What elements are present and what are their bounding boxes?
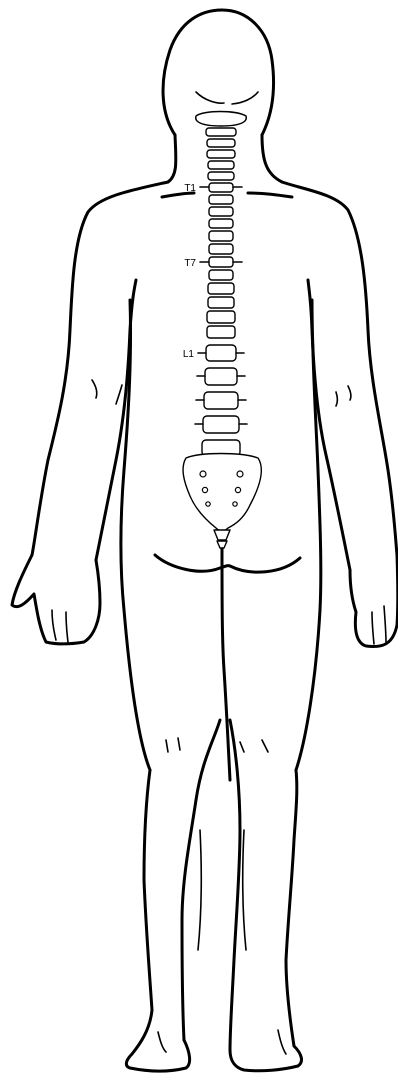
vertebra-l1 (206, 345, 236, 361)
legs (126, 545, 301, 1071)
vertebra-t7 (209, 257, 233, 267)
label-t7: T7 (184, 258, 196, 269)
label-t1: T1 (184, 183, 196, 194)
label-l1: L1 (183, 349, 195, 360)
spine (183, 112, 261, 549)
vertebra-t1 (209, 183, 233, 192)
